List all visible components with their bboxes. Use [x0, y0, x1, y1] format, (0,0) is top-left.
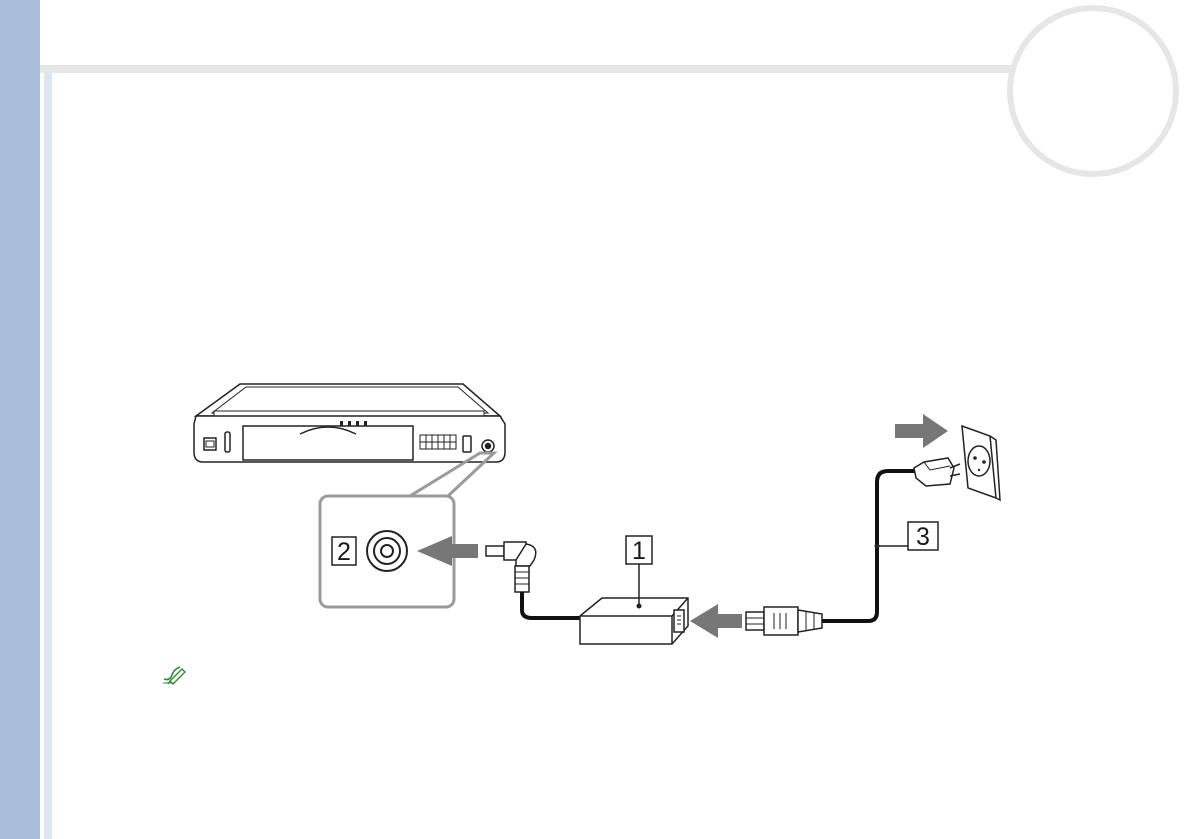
svg-text:1: 1: [632, 537, 646, 565]
dc-plug: [486, 542, 536, 592]
dc-in-zoom-box: [320, 453, 494, 607]
dc-cable: [522, 592, 585, 618]
power-cord-plug: [746, 607, 822, 635]
ac-adapter: [580, 598, 688, 644]
callout-3: 3: [875, 522, 939, 551]
svg-text:2: 2: [337, 538, 351, 566]
arrow-to-outlet: [895, 414, 948, 448]
pencil-note-icon: [160, 663, 188, 685]
wall-plug: [914, 458, 960, 486]
laptop-rear-view: [194, 384, 505, 462]
callout-2: 2: [332, 537, 356, 566]
wall-outlet: [962, 426, 1000, 500]
arrow-to-adapter: [690, 604, 742, 638]
svg-text:3: 3: [916, 523, 930, 551]
